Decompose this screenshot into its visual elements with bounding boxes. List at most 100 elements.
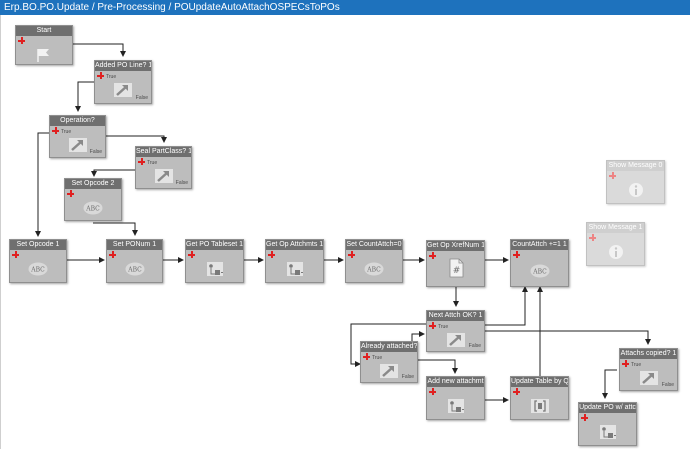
abc-icon: ABC: [364, 262, 384, 276]
connector: [35, 132, 49, 237]
add-action-icon[interactable]: [67, 190, 74, 197]
node-title: CountAttch +=1 1: [511, 240, 568, 250]
added-po-line-node[interactable]: Added PO Line? 1 True False: [94, 60, 152, 104]
abc-icon-text: ABC: [366, 267, 381, 274]
add-action-icon[interactable]: [52, 127, 59, 134]
window-title-bar: Erp.BO.PO.Update / Pre-Processing / POUp…: [0, 0, 690, 15]
node-title: Operation?: [50, 116, 105, 126]
show-message-1-node[interactable]: Show Message 1: [586, 222, 645, 266]
node-title: Set PONum 1: [107, 240, 162, 250]
already-attached-node[interactable]: Already attached? True False: [360, 341, 418, 383]
get-po-tableset-1-node[interactable]: Get PO Tableset 1: [185, 239, 244, 283]
node-title: Show Message 1: [587, 223, 644, 233]
set-countattch-node[interactable]: Set CountAttch=0 ABC: [345, 239, 403, 283]
add-new-attachmt-node[interactable]: Add new attachmt: [426, 376, 485, 420]
add-action-icon[interactable]: [513, 388, 520, 395]
add-action-icon[interactable]: [589, 234, 596, 241]
add-action-icon[interactable]: [429, 252, 436, 259]
set-opcode-1-node[interactable]: Set Opcode 1 ABC: [9, 239, 67, 283]
connector: [75, 81, 96, 112]
add-action-icon[interactable]: [609, 172, 616, 179]
false-label: False: [175, 180, 188, 186]
connector: [93, 222, 138, 236]
countattch-increment-node[interactable]: CountAttch +=1 1 ABC: [510, 239, 569, 287]
show-message-0-node[interactable]: Show Message 0: [606, 160, 665, 204]
node-title: Added PO Line? 1: [95, 61, 151, 71]
set-opcode-2-node[interactable]: Set Opcode 2 ABC: [64, 178, 122, 221]
add-action-icon[interactable]: [513, 251, 520, 258]
add-action-icon[interactable]: [18, 37, 25, 44]
abc-icon: ABC: [28, 262, 48, 276]
true-label: True: [106, 74, 117, 80]
true-label: True: [631, 362, 642, 368]
abc-icon-text: ABC: [85, 206, 100, 213]
false-label: False: [135, 95, 148, 101]
node-title: Get Op Attchmts 1: [266, 240, 323, 250]
abc-icon-text: ABC: [30, 267, 45, 274]
node-title: Update PO w/ attc: [579, 403, 636, 413]
method-call-icon: [599, 425, 616, 439]
add-action-icon[interactable]: [363, 353, 370, 360]
window-title: Erp.BO.PO.Update / Pre-Processing / POUp…: [4, 2, 340, 13]
node-title: Already attached?: [361, 342, 417, 352]
seal-partclass-node[interactable]: Seal PartClass? 1 True False: [135, 146, 192, 189]
connector: [418, 359, 458, 374]
add-action-icon[interactable]: [268, 251, 275, 258]
abc-icon: ABC: [125, 262, 144, 276]
condition-arrow-icon: [154, 169, 173, 183]
abc-icon-text: ABC: [127, 267, 142, 274]
method-call-icon: [286, 262, 303, 276]
true-label: True: [372, 355, 383, 361]
update-table-by-q-node[interactable]: Update Table by Q: [510, 376, 569, 420]
add-action-icon[interactable]: [622, 360, 629, 367]
add-action-icon[interactable]: [97, 72, 104, 79]
node-title: Set Opcode 1: [10, 240, 66, 250]
add-action-icon[interactable]: [188, 251, 195, 258]
false-label: False: [401, 374, 414, 380]
info-icon: [608, 245, 623, 259]
flag-icon: [37, 49, 49, 62]
add-action-icon[interactable]: [109, 251, 116, 258]
next-attch-ok-node[interactable]: Next Attch OK? 1 True False: [426, 310, 485, 352]
get-op-attchmts-1-node[interactable]: Get Op Attchmts 1: [265, 239, 324, 283]
node-title: Next Attch OK? 1: [427, 311, 484, 321]
add-action-icon[interactable]: [138, 158, 145, 165]
true-label: True: [61, 129, 72, 135]
add-action-icon[interactable]: [348, 251, 355, 258]
connector: [485, 286, 528, 326]
abc-icon: ABC: [530, 264, 549, 278]
node-title: Attachs copied? 1: [620, 349, 677, 359]
node-title: Show Message 0: [607, 161, 664, 171]
node-title: Set CountAttch=0: [346, 240, 402, 250]
operation-node[interactable]: Operation? True False: [49, 115, 106, 158]
true-label: True: [438, 324, 449, 330]
info-icon: [628, 183, 643, 197]
false-label: False: [89, 149, 102, 155]
connector: [602, 369, 617, 399]
update-po-w-attc-node[interactable]: Update PO w/ attc: [578, 402, 637, 446]
add-action-icon[interactable]: [12, 251, 19, 258]
node-title: Get PO Tableset 1: [186, 240, 243, 250]
node-title: Set Opcode 2: [65, 179, 121, 189]
start-node[interactable]: Start: [15, 25, 73, 65]
abc-icon-text: ABC: [532, 269, 547, 276]
false-label: False: [661, 382, 674, 388]
condition-arrow-icon: [380, 364, 398, 378]
method-call-icon: [447, 399, 464, 413]
connector: [350, 323, 428, 367]
node-title: Add new attachmt: [427, 377, 484, 387]
attachs-copied-node[interactable]: Attachs copied? 1 True False: [619, 348, 678, 391]
connector: [91, 169, 135, 177]
get-op-xrefnum-1-node[interactable]: Get Op XrefNum 1 #: [426, 240, 485, 287]
node-title: Get Op XrefNum 1: [427, 241, 484, 251]
add-action-icon[interactable]: [429, 388, 436, 395]
add-action-icon[interactable]: [429, 322, 436, 329]
update-table-icon: [530, 399, 549, 413]
add-action-icon[interactable]: [581, 414, 588, 421]
abc-icon: ABC: [83, 201, 103, 215]
set-ponum-1-node[interactable]: Set PONum 1 ABC: [106, 239, 163, 283]
hash-icon-text: #: [452, 266, 460, 276]
node-title: Update Table by Q: [511, 377, 568, 387]
condition-arrow-icon: [114, 83, 132, 97]
connector: [106, 135, 167, 143]
